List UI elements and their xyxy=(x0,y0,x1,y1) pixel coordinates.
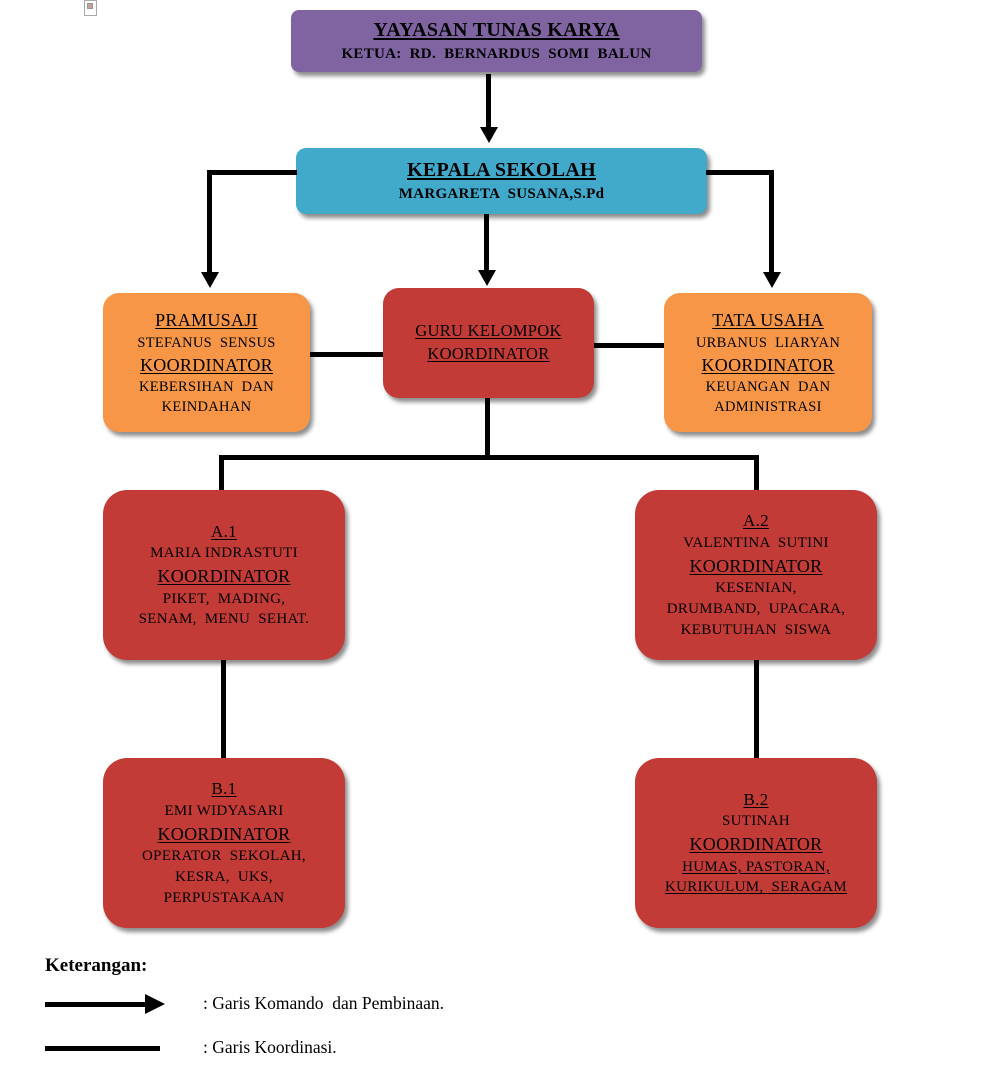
node-pramusaji: PRAMUSAJI STEFANUS SENSUS KOORDINATOR KE… xyxy=(103,293,310,432)
node-tatausaha-title: TATA USAHA xyxy=(712,309,824,330)
connector-yayasan-kepala-line xyxy=(486,74,491,128)
connector-kepala-pramusaji-vline xyxy=(207,170,212,274)
connector-stub-a1 xyxy=(219,455,224,492)
broken-image-icon xyxy=(84,0,97,16)
node-a1-duty1: PIKET, MADING, xyxy=(162,590,286,607)
legend-komando-arrowhead-icon xyxy=(145,994,165,1014)
node-kepala-sekolah: KEPALA SEKOLAH MARGARETA SUSANA,S.Pd xyxy=(296,148,707,214)
coordination-line-pramusaji-guru xyxy=(310,352,383,357)
node-b2-title: B.2 xyxy=(743,789,769,809)
node-b1-title: B.1 xyxy=(211,779,237,799)
connector-stub-a2 xyxy=(754,455,759,492)
node-a2-duty2: DRUMBAND, UPACARA, xyxy=(666,601,846,618)
node-b2: B.2 SUTINAH KOORDINATOR HUMAS, PASTORAN,… xyxy=(635,758,877,928)
node-a1-duty2: SENAM, MENU SEHAT. xyxy=(138,611,310,628)
node-guru-kelompok: GURU KELOMPOK KOORDINATOR xyxy=(383,288,594,398)
node-kepala-title: KEPALA SEKOLAH xyxy=(407,158,596,181)
node-a2-duty3: KEBUTUHAN SISWA xyxy=(680,621,832,638)
node-tatausaha-duty1: KEUANGAN DAN xyxy=(705,379,831,396)
node-b2-duty1: HUMAS, PASTORAN, xyxy=(682,858,830,875)
legend-komando-arrow-line xyxy=(45,1002,147,1007)
node-a2-duty1: KESENIAN, xyxy=(715,580,797,597)
node-a2-title: A.2 xyxy=(743,511,769,531)
node-kepala-subtitle: MARGARETA SUSANA,S.Pd xyxy=(398,186,605,203)
node-a1-title: A.1 xyxy=(211,521,237,541)
legend-koordinasi-line xyxy=(45,1046,160,1051)
node-yayasan: YAYASAN TUNAS KARYA KETUA: RD. BERNARDUS… xyxy=(291,10,702,72)
node-pramusaji-name: STEFANUS SENSUS xyxy=(137,334,276,351)
legend-komando-label: : Garis Komando dan Pembinaan. xyxy=(203,993,445,1013)
node-b1-role: KOORDINATOR xyxy=(157,823,291,844)
node-a1-name: MARIA INDRASTUTI xyxy=(150,545,298,562)
node-guru-line2: KOORDINATOR xyxy=(427,344,550,363)
node-yayasan-title: YAYASAN TUNAS KARYA xyxy=(373,18,620,41)
legend-title: Keterangan: xyxy=(45,955,148,976)
node-a1-role: KOORDINATOR xyxy=(157,565,291,586)
connector-kepala-pramusaji-hline xyxy=(207,170,297,175)
connector-kepala-pramusaji-arrowhead-icon xyxy=(201,272,219,288)
node-a2-role: KOORDINATOR xyxy=(689,555,823,576)
node-b1-duty2: KESRA, UKS, xyxy=(175,869,273,886)
connector-guru-stem xyxy=(485,398,490,458)
legend-koordinasi-label: : Garis Koordinasi. xyxy=(203,1037,337,1057)
node-b1-duty1: OPERATOR SEKOLAH, xyxy=(142,848,306,865)
node-tatausaha-role: KOORDINATOR xyxy=(701,354,835,375)
connector-kepala-tatausaha-arrowhead-icon xyxy=(763,272,781,288)
node-tatausaha-name: URBANUS LIARYAN xyxy=(695,334,841,351)
coordination-line-guru-tatausaha xyxy=(594,343,664,348)
node-pramusaji-role: KOORDINATOR xyxy=(140,354,273,375)
connector-a2-b2 xyxy=(754,660,759,758)
node-pramusaji-duty1: KEBERSIHAN DAN xyxy=(139,379,274,396)
node-b1: B.1 EMI WIDYASARI KOORDINATOR OPERATOR S… xyxy=(103,758,345,928)
node-b1-name: EMI WIDYASARI xyxy=(164,802,284,819)
connector-yayasan-kepala-arrowhead-icon xyxy=(480,127,498,143)
node-b2-name: SUTINAH xyxy=(722,813,790,830)
node-pramusaji-title: PRAMUSAJI xyxy=(155,309,258,330)
connector-kepala-tatausaha-vline xyxy=(769,170,774,274)
node-tata-usaha: TATA USAHA URBANUS LIARYAN KOORDINATOR K… xyxy=(664,293,872,432)
node-guru-line1: GURU KELOMPOK xyxy=(415,321,562,341)
node-pramusaji-duty2: KEINDAHAN xyxy=(161,399,252,416)
connector-a1-b1 xyxy=(221,660,226,758)
node-yayasan-subtitle: KETUA: RD. BERNARDUS SOMI BALUN xyxy=(341,46,652,63)
connector-kepala-guru-line xyxy=(484,214,489,272)
node-a2-name: VALENTINA SUTINI xyxy=(683,534,829,551)
connector-kepala-guru-arrowhead-icon xyxy=(478,270,496,286)
node-tatausaha-duty2: ADMINISTRASI xyxy=(714,399,822,416)
node-a1: A.1 MARIA INDRASTUTI KOORDINATOR PIKET, … xyxy=(103,490,345,660)
node-b1-duty3: PERPUSTAKAAN xyxy=(163,889,285,906)
node-b2-duty2: KURIKULUM, SERAGAM xyxy=(665,879,847,896)
connector-distributor-hline xyxy=(219,455,759,460)
node-a2: A.2 VALENTINA SUTINI KOORDINATOR KESENIA… xyxy=(635,490,877,660)
connector-kepala-tatausaha-hline xyxy=(706,170,774,175)
node-b2-role: KOORDINATOR xyxy=(689,833,823,854)
